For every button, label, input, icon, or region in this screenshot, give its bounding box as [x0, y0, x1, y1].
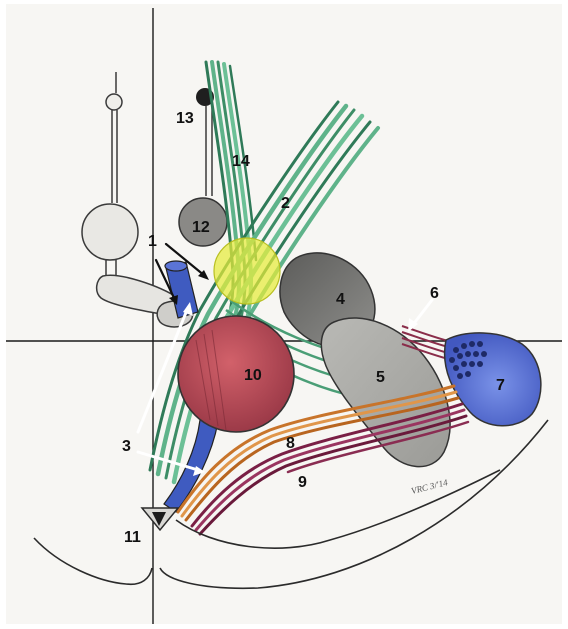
structure-10-circle	[178, 316, 294, 432]
label-14: 14	[232, 153, 250, 170]
label-1: 1	[148, 233, 157, 250]
label-10: 10	[244, 367, 262, 384]
label-7: 7	[496, 377, 505, 394]
label-9: 9	[298, 474, 307, 491]
label-3: 3	[122, 438, 131, 455]
label-11: 11	[124, 529, 141, 546]
label-5: 5	[376, 369, 385, 386]
label-6: 6	[430, 285, 439, 302]
label-12: 12	[192, 219, 210, 236]
yellow-highlight-circle	[214, 238, 280, 304]
label-8: 8	[286, 435, 295, 452]
label-2: 2	[281, 195, 290, 212]
label-13: 13	[176, 110, 194, 127]
paper-sheet	[6, 4, 562, 624]
label-4: 4	[336, 291, 345, 308]
